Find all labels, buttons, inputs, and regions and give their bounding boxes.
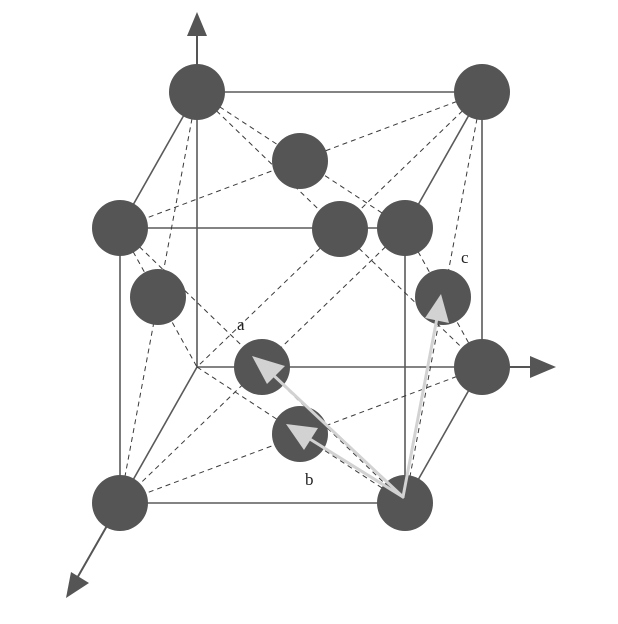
axis-z-arrowhead — [187, 12, 207, 36]
atom-face-left — [130, 269, 186, 325]
labels: a b c — [237, 248, 469, 489]
vector-a-arrowhead — [252, 356, 285, 384]
atom-face-top — [272, 133, 328, 189]
axis-x-arrowhead — [66, 572, 89, 598]
atom-corner-bottom-front-left — [92, 475, 148, 531]
diag-bottom-1 — [196, 366, 406, 504]
vector-a-line — [268, 370, 405, 499]
vector-c-arrowhead — [425, 294, 449, 323]
label-c: c — [461, 248, 469, 267]
diag-top-1 — [196, 91, 406, 229]
vector-b-line — [303, 434, 405, 499]
atom-corner-top-back-left — [169, 64, 225, 120]
vector-b-arrowhead — [286, 424, 318, 450]
label-a: a — [237, 315, 245, 334]
vector-c-line — [401, 316, 439, 499]
atom-corner-top-back-right — [454, 64, 510, 120]
atom-corner-top-front-left — [92, 200, 148, 256]
atom-face-back — [312, 201, 368, 257]
label-b: b — [305, 470, 314, 489]
atom-corner-top-front-right — [377, 200, 433, 256]
axis-y-arrowhead — [530, 356, 556, 378]
face-center-atoms — [130, 133, 471, 462]
atom-corner-bottom-back-right — [454, 339, 510, 395]
lattice-vectors — [252, 294, 449, 499]
corner-atoms — [92, 64, 510, 531]
atom-face-right-c — [415, 269, 471, 325]
